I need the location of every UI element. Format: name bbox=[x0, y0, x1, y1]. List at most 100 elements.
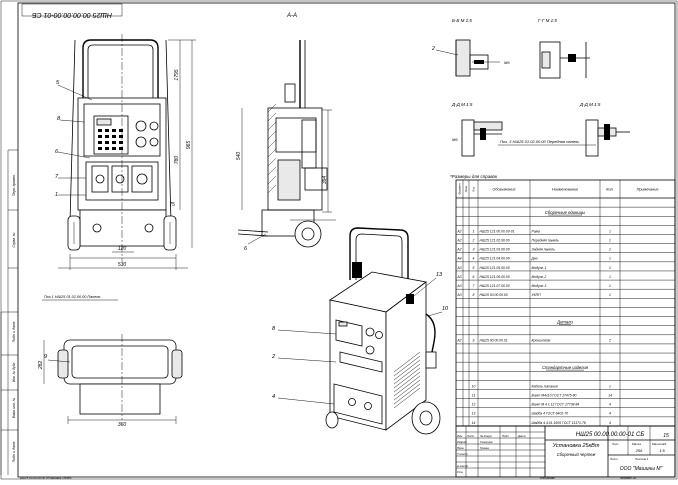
tb-mass: 256 bbox=[635, 448, 643, 453]
margin-label-2: Подп. и дата bbox=[12, 322, 16, 343]
tb-name-0: Скворцов bbox=[480, 440, 493, 444]
spec-cell-pos: 2 bbox=[472, 238, 475, 242]
tb-role-0: Изм. bbox=[457, 434, 463, 438]
tb-role-5: Разраб. bbox=[457, 440, 467, 444]
dim-282: 282 bbox=[38, 361, 44, 371]
hatch-line bbox=[267, 139, 277, 149]
spec-cell-name: УКПП bbox=[532, 293, 542, 297]
tb-scale: 1:5 bbox=[659, 448, 665, 453]
tb-role-9: Утв. bbox=[457, 470, 464, 474]
louver bbox=[393, 367, 421, 389]
spec-header-3: Обозначение bbox=[492, 188, 515, 192]
dim-394: 394 bbox=[322, 176, 328, 185]
rotated-code-box bbox=[21, 3, 123, 17]
spec-cell-qty: 1 bbox=[609, 248, 611, 252]
hatch-line bbox=[267, 157, 277, 167]
keypad-key bbox=[98, 129, 102, 132]
spec-cell-name: Модуль 2 bbox=[532, 275, 547, 279]
spec-cell-pos: 9 bbox=[473, 339, 475, 343]
spec-cell-pos: 14 bbox=[472, 421, 476, 425]
detail-bb: Б-Б М 1:5 М6 2 bbox=[431, 18, 510, 77]
louver bbox=[393, 351, 421, 373]
spec-cell-pos: 8 bbox=[473, 293, 475, 297]
plan-view: 360 282 9 bbox=[38, 334, 183, 428]
louver bbox=[393, 363, 421, 385]
spec-cell-name: Кронштейн bbox=[532, 339, 551, 343]
keypad-key bbox=[105, 129, 109, 132]
detail-dd: Д-Д М 1:5 М6 bbox=[451, 102, 503, 157]
louver bbox=[393, 383, 421, 405]
spec-cell-fmt: А2 bbox=[456, 248, 461, 252]
tb-lit-label: Лит. bbox=[611, 442, 619, 446]
tb-role-3: Подп. bbox=[502, 434, 510, 438]
spec-frame bbox=[455, 179, 676, 427]
spec-cell-pos: 5 bbox=[473, 266, 475, 270]
spec-cell-name: Винт М4х10 ГОСТ 17475-80 bbox=[532, 393, 577, 397]
hatch-line bbox=[267, 148, 277, 158]
tb-role-6: Пров. bbox=[457, 446, 465, 450]
spec-cell-name: Винт М 4 х 12 ГОСТ 17738-84 bbox=[532, 403, 580, 407]
tb-sheets: Листов 1 bbox=[634, 457, 649, 461]
tb-doc-type: Сборочный чертеж bbox=[557, 452, 597, 457]
keypad-key bbox=[105, 147, 109, 150]
tb-role-1: Лист bbox=[466, 434, 475, 438]
keypad-key bbox=[112, 129, 116, 132]
spec-cell-fmt: А2 bbox=[456, 229, 461, 233]
spec-cell-qty: 4 bbox=[609, 403, 611, 407]
keypad-key bbox=[119, 129, 123, 132]
spec-cell-fmt: А3 bbox=[456, 293, 461, 297]
spec-cell-code: НШ25 121.04.00.00 bbox=[480, 257, 510, 261]
keypad-key bbox=[119, 135, 123, 138]
note-rear-panel: Поз. 3 НШ25 01.02.00.00 Передняя панель bbox=[500, 139, 579, 144]
spec-cell-fmt: А4 bbox=[456, 257, 461, 261]
margin-label-3: Инв. № дубл. bbox=[12, 362, 16, 382]
spec-cell-pos: 11 bbox=[472, 393, 476, 397]
tb-company: ООО "Машины М" bbox=[620, 466, 663, 472]
spec-cell-fmt: А3 bbox=[456, 284, 461, 288]
view-bb-label: Б-Б М 1:5 bbox=[452, 18, 472, 23]
dim-780: 780 bbox=[174, 156, 180, 165]
callout-iso-8: 8 bbox=[272, 326, 276, 332]
keypad-key bbox=[112, 135, 116, 138]
spec-cell-qty: 4 bbox=[609, 412, 611, 416]
keypad-key bbox=[119, 141, 123, 144]
louver bbox=[393, 379, 421, 401]
spec-cell-qty: 1 bbox=[609, 266, 611, 270]
spec-cell-qty: 1 bbox=[609, 238, 611, 242]
louver bbox=[393, 375, 421, 397]
title-block: Изм. Лист № докум. Подп. Дата Разраб. Пр… bbox=[455, 425, 676, 480]
spec-cell-name: Детали bbox=[556, 319, 573, 324]
detail-gg: Г-Г М 1:5 bbox=[538, 18, 590, 79]
spec-cell-qty: 1 bbox=[609, 384, 611, 388]
spec-cell-pos: 10 bbox=[472, 384, 476, 388]
margin-label-5: Подп. и дата bbox=[12, 442, 16, 463]
spec-cell-code: НШ25 00.00.00.01 bbox=[480, 339, 508, 343]
callout-bb-2: 2 bbox=[431, 46, 435, 52]
keypad-key bbox=[105, 135, 109, 138]
spec-cell-qty: 14 bbox=[608, 393, 612, 397]
spec-cell-qty: 4 bbox=[609, 421, 611, 425]
isometric-view: 8 2 4 13 10 bbox=[271, 227, 449, 435]
spec-cell-pos: 1 bbox=[473, 229, 475, 233]
spec-cell-name: Модуль 1 bbox=[532, 266, 547, 270]
margin-label-0: Перв. примен. bbox=[12, 174, 16, 196]
bottom-doc-code: НШ25 00.00.00.00 Установка 25кВт bbox=[20, 476, 72, 480]
spec-header-5: Кол. bbox=[606, 188, 613, 192]
spec-cell-fmt: А2 bbox=[456, 238, 461, 242]
tb-scale-label: Масштаб bbox=[652, 442, 666, 446]
hatch-line bbox=[267, 175, 277, 185]
callout-7: 7 bbox=[55, 174, 59, 180]
keypad-key bbox=[112, 147, 116, 150]
note-ref: *Размеры для справок bbox=[450, 174, 498, 179]
tb-copied: Копировал bbox=[540, 476, 555, 480]
spec-cell-code: НШ25 121.06.00.00 bbox=[480, 275, 510, 279]
tb-role-8: Н.контр. bbox=[457, 464, 469, 468]
spec-cell-code: НШ25 00.00.00.00 bbox=[480, 293, 508, 297]
dim-120: 120 bbox=[118, 246, 127, 252]
spec-cell-name: Стандартные изделия bbox=[542, 365, 589, 370]
keypad-key bbox=[98, 147, 102, 150]
spec-cell-qty: 1 bbox=[609, 284, 611, 288]
